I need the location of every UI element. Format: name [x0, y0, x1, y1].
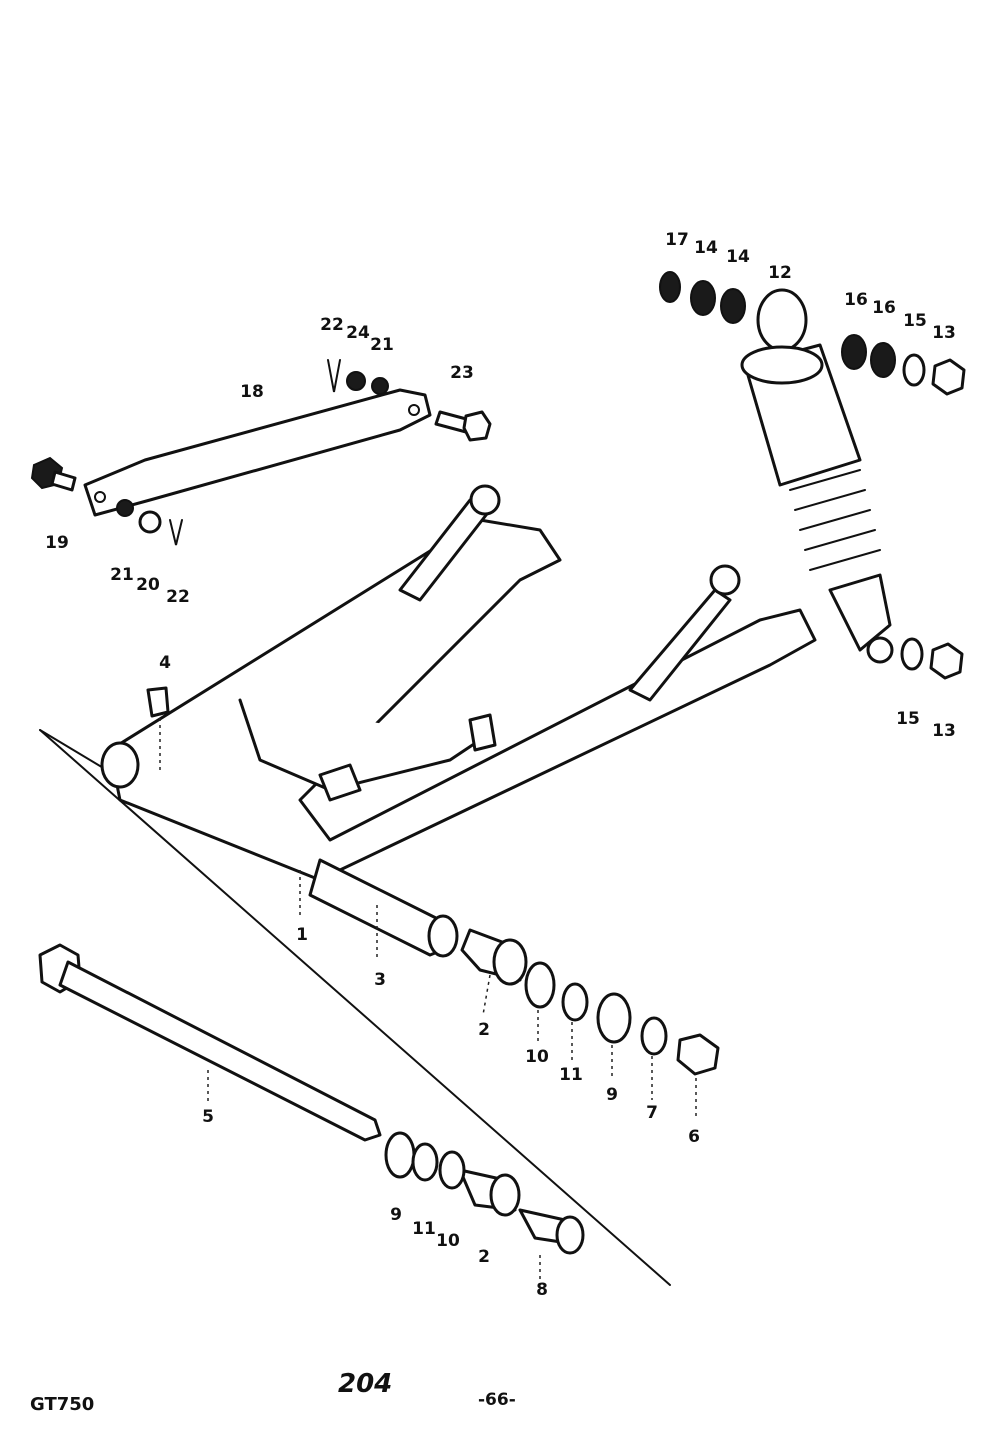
callout-9-lower: 9	[390, 1205, 402, 1225]
callout-18: 18	[240, 382, 264, 402]
callout-10-lower: 10	[436, 1231, 460, 1251]
callout-4: 4	[159, 653, 171, 673]
o-ring-lower	[438, 1150, 466, 1190]
seal	[561, 982, 589, 1022]
nut-21	[116, 499, 134, 517]
pivot-spacer	[308, 858, 459, 958]
callout-7: 7	[646, 1103, 658, 1123]
seal-lower	[411, 1142, 439, 1182]
callout-14b: 14	[726, 247, 750, 267]
callout-14: 14	[694, 238, 718, 258]
swing-arm	[100, 484, 817, 882]
washer-14	[690, 280, 716, 316]
washer-24	[346, 371, 366, 391]
guide-line	[39, 729, 671, 1286]
callout-22: 22	[166, 587, 190, 607]
washer-17	[659, 271, 681, 303]
washer-14b	[720, 288, 746, 324]
callout-13-lower: 13	[932, 721, 956, 741]
torque-link	[83, 388, 432, 517]
bolt-23	[434, 410, 492, 442]
cap-nut-13	[931, 358, 966, 396]
rear-shock-absorber	[740, 288, 894, 664]
pivot-shaft	[38, 943, 382, 1142]
callout-21: 21	[110, 565, 134, 585]
callout-21-upper: 21	[370, 335, 394, 355]
pivot-tube-end	[100, 741, 140, 789]
callout-15-lower: 15	[896, 709, 920, 729]
callout-23: 23	[450, 363, 474, 383]
callout-20: 20	[136, 575, 160, 595]
callout-11: 11	[559, 1065, 583, 1085]
washer-15b	[900, 637, 924, 671]
grease-nipple	[146, 686, 170, 770]
callout-12: 12	[768, 263, 792, 283]
washer-20	[138, 510, 162, 534]
callout-9: 9	[606, 1085, 618, 1105]
figure-number: 204	[338, 1369, 392, 1399]
washer-lower	[384, 1131, 416, 1179]
chain-guard-tab	[468, 713, 497, 752]
cotter-pin	[169, 519, 183, 546]
callout-17: 17	[665, 230, 689, 250]
callout-6: 6	[688, 1127, 700, 1147]
washer-15	[902, 353, 926, 387]
callout-8: 8	[536, 1280, 548, 1300]
dust-cap	[518, 1208, 585, 1255]
callout-3: 3	[374, 970, 386, 990]
brake-clip	[318, 763, 362, 802]
callout-5: 5	[202, 1107, 214, 1127]
callout-15: 15	[903, 311, 927, 331]
callout-22-upper: 22	[320, 315, 344, 335]
bushing	[460, 928, 528, 986]
o-ring	[524, 961, 556, 1009]
callout-19: 19	[45, 533, 69, 553]
callout-1: 1	[296, 925, 308, 945]
callout-11-lower: 11	[412, 1219, 436, 1239]
washer	[596, 992, 632, 1044]
callout-2: 2	[478, 1020, 490, 1040]
nut-21-upper	[371, 377, 389, 395]
callout-2-lower: 2	[478, 1247, 490, 1267]
cotter-pin-upper	[327, 359, 341, 393]
page-number: -66-	[478, 1390, 516, 1410]
callout-13: 13	[932, 323, 956, 343]
callout-16b: 16	[872, 298, 896, 318]
bolt-19	[30, 456, 77, 492]
right-shock-mount	[628, 588, 732, 702]
pivot-nut	[676, 1033, 720, 1076]
washer-16	[841, 334, 867, 370]
bushing-lower	[458, 1168, 521, 1217]
callout-16: 16	[844, 290, 868, 310]
callout-10: 10	[525, 1047, 549, 1067]
model-label: GT750	[30, 1394, 94, 1415]
callout-24: 24	[346, 323, 370, 343]
washer-16b	[870, 342, 896, 378]
washer-small	[640, 1016, 668, 1056]
cap-nut-13b	[929, 642, 964, 680]
